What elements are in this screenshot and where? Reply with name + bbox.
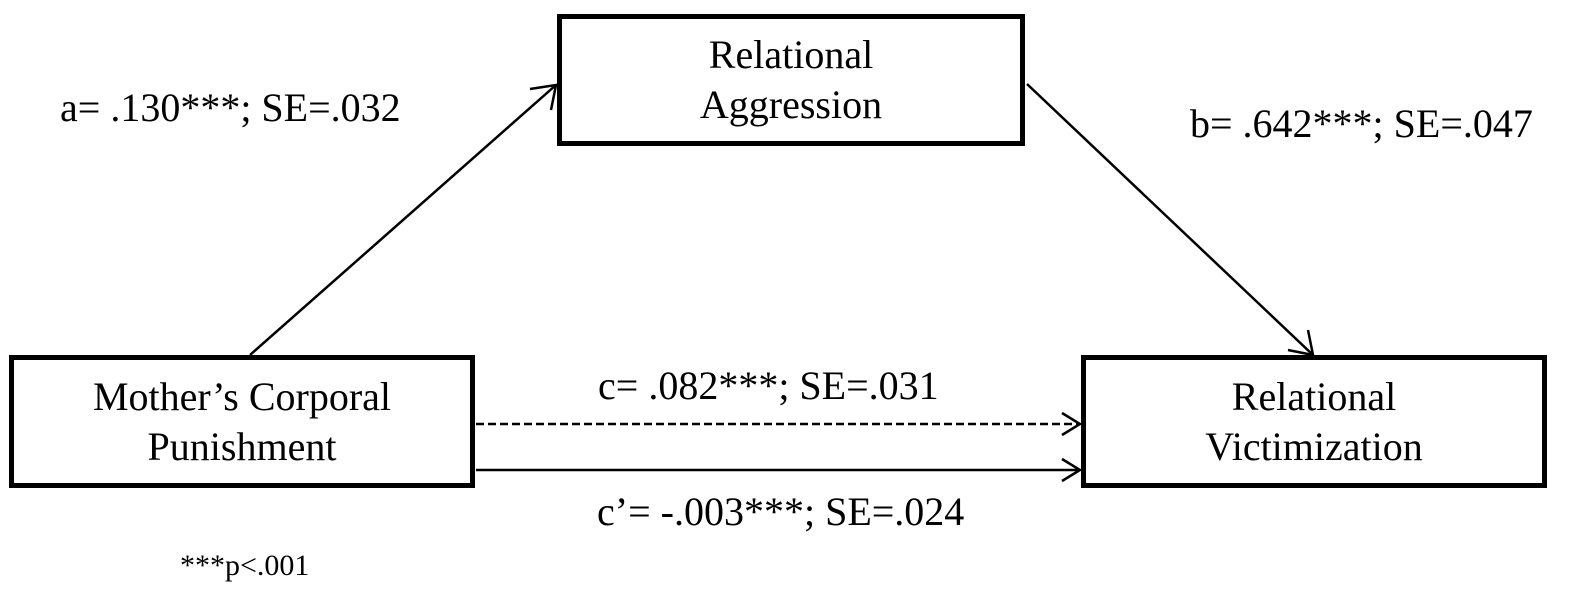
mediator-label-line1: Relational	[708, 32, 874, 77]
arrow-a	[249, 84, 557, 356]
predictor-label-line1: Mother’s Corporal	[92, 373, 392, 419]
path-c-prime-coefficient: c’= -.003***; SE=.024	[597, 489, 965, 534]
outcome-box: Relational Victimization	[1081, 355, 1547, 488]
significance-note: ***p<.001	[180, 549, 310, 582]
outcome-label-line1: Relational	[1231, 373, 1397, 419]
mediator-label-line2: Aggression	[699, 82, 883, 127]
arrow-b	[1026, 83, 1314, 356]
outcome-label-line2: Victimization	[1205, 423, 1423, 469]
path-a-coefficient: a= .130***; SE=.032	[60, 85, 401, 130]
path-b-coefficient: b= .642***; SE=.047	[1190, 101, 1533, 146]
arrowhead-c	[1061, 411, 1083, 437]
arrowhead-c-prime	[1061, 457, 1083, 483]
predictor-label-line2: Punishment	[147, 423, 337, 469]
mediator-box: Relational Aggression	[557, 14, 1025, 146]
arrowhead-a	[529, 83, 558, 111]
predictor-box: Mother’s Corporal Punishment	[9, 355, 475, 488]
path-c-coefficient: c= .082***; SE=.031	[598, 363, 939, 408]
